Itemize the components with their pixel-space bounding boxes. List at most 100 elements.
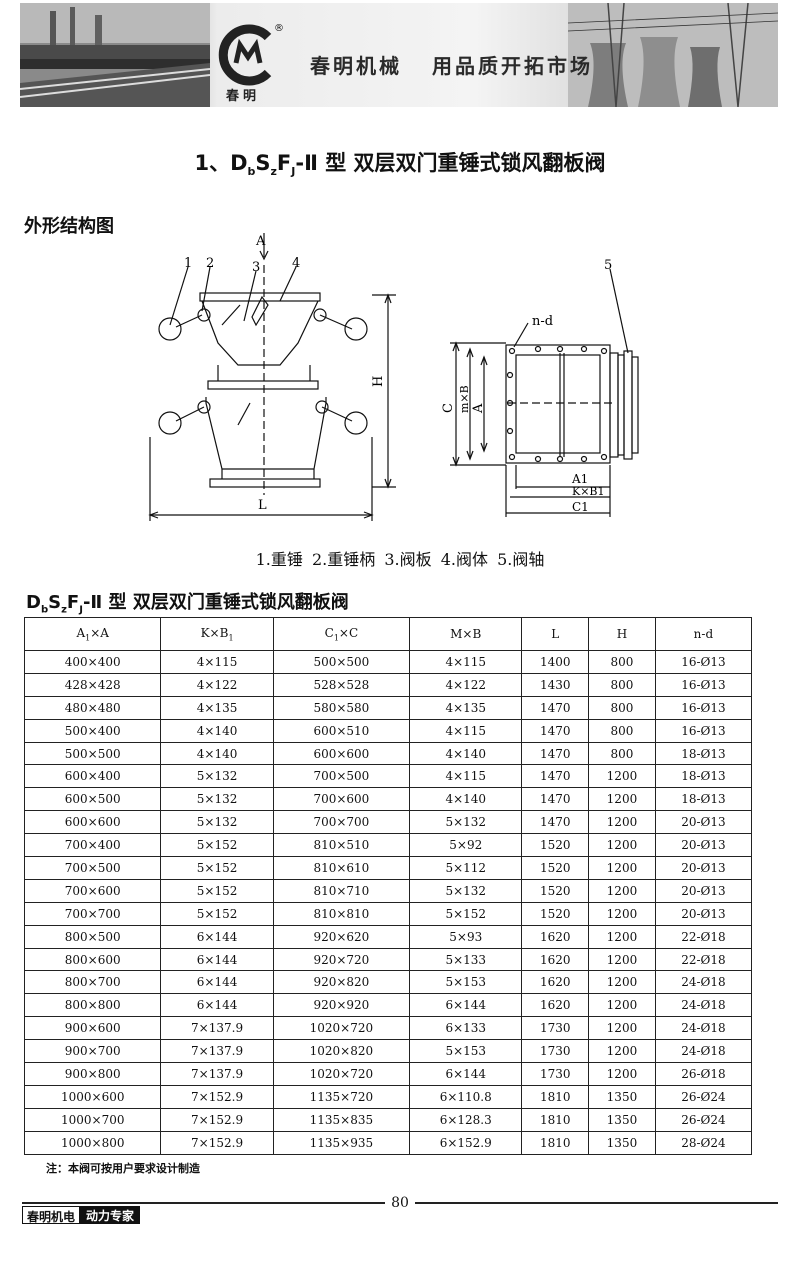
table-cell: 4×115 <box>409 650 523 674</box>
table-cell: 920×920 <box>272 993 411 1018</box>
table-cell: 7×152.9 <box>160 1084 274 1109</box>
table-cell: 900×600 <box>23 1016 162 1041</box>
table-cell: 5×132 <box>160 810 274 835</box>
table-cell: 5×132 <box>160 787 274 812</box>
table-cell: 700×500 <box>272 764 411 789</box>
table-cell: 4×115 <box>160 650 274 674</box>
table-cell: 7×152.9 <box>160 1130 274 1155</box>
table-cell: 18-Ø13 <box>654 764 753 789</box>
table-cell: 1200 <box>588 787 656 812</box>
table-cell: 800 <box>588 741 656 766</box>
table-cell: 6×144 <box>160 947 274 972</box>
label-1: 1 <box>184 256 192 271</box>
table-cell: 528×528 <box>272 672 411 697</box>
table-cell: 26-Ø24 <box>654 1107 753 1132</box>
table-cell: 7×137.9 <box>160 1062 274 1086</box>
table-cell: 1470 <box>521 810 590 835</box>
table-cell: 20-Ø13 <box>654 901 753 926</box>
label-nd: n-d <box>532 314 553 329</box>
table-cell: 5×93 <box>409 924 523 949</box>
table-cell: 4×115 <box>409 764 523 789</box>
table-cell: 810×610 <box>272 856 411 880</box>
table-cell: 800 <box>588 718 656 743</box>
table-header-row: A1×A K×B1 C1×C M×B L H n-d <box>23 617 753 651</box>
table-cell: 700×700 <box>272 810 411 835</box>
table-cell: 800×600 <box>23 947 162 972</box>
table-cell: 5×153 <box>409 1039 523 1064</box>
page-number: 80 <box>385 1195 415 1211</box>
table-cell: 4×122 <box>160 672 274 697</box>
table-cell: 500×500 <box>23 741 162 766</box>
table-cell: 5×92 <box>409 833 523 858</box>
legend-item: 4.阀体 <box>440 550 489 569</box>
table-cell: 1350 <box>588 1130 656 1155</box>
table-cell: 20-Ø13 <box>654 878 753 903</box>
table-cell: 800×500 <box>23 924 162 949</box>
table-cell: 5×132 <box>409 810 523 835</box>
registered-mark: ® <box>274 23 284 34</box>
table-cell: 600×600 <box>272 741 411 766</box>
label-mxb: m×B <box>458 385 471 413</box>
table-cell: 800×800 <box>23 993 162 1018</box>
table-cell: 5×153 <box>409 970 523 995</box>
table-cell: 1000×700 <box>23 1107 162 1132</box>
label-a1: A1 <box>571 472 588 486</box>
table-cell: 700×700 <box>23 901 162 926</box>
table-cell: 400×400 <box>23 650 162 674</box>
table-cell: 7×152.9 <box>160 1107 274 1132</box>
table-cell: 16-Ø13 <box>654 672 753 697</box>
table-cell: 920×820 <box>272 970 411 995</box>
table-cell: 1730 <box>521 1062 590 1086</box>
table-cell: 810×710 <box>272 878 411 903</box>
table-cell: 1200 <box>588 856 656 880</box>
table-cell: 1200 <box>588 878 656 903</box>
legend-item: 5.阀轴 <box>497 550 545 569</box>
table-cell: 800 <box>588 672 656 697</box>
table-cell: 6×128.3 <box>409 1107 523 1132</box>
slogan-company: 春明机械 <box>310 54 402 78</box>
col-header-a1xa: A1×A <box>23 617 162 651</box>
legend-item: 3.阀板 <box>384 550 432 569</box>
table-cell: 600×510 <box>272 718 411 743</box>
table-cell: 24-Ø18 <box>654 993 753 1018</box>
table-cell: 1200 <box>588 1016 656 1041</box>
table-cell: 1620 <box>521 947 590 972</box>
table-cell: 7×137.9 <box>160 1039 274 1064</box>
table-cell: 1470 <box>521 718 590 743</box>
table-cell: 18-Ø13 <box>654 741 753 766</box>
table-cell: 6×144 <box>160 924 274 949</box>
table-cell: 600×500 <box>23 787 162 812</box>
footer-tagline: 动力专家 <box>80 1206 141 1224</box>
table-cell: 7×137.9 <box>160 1016 274 1041</box>
table-cell: 580×580 <box>272 695 411 720</box>
table-cell: 1470 <box>521 787 590 812</box>
page-title: 1、DbSzFJ-Ⅱ 型 双层双门重锤式锁风翻板阀 <box>194 151 606 179</box>
table-cell: 800×700 <box>23 970 162 995</box>
table-cell: 1520 <box>521 833 590 858</box>
label-5: 5 <box>604 258 612 273</box>
table-cell: 6×152.9 <box>409 1130 523 1155</box>
table-cell: 1470 <box>521 695 590 720</box>
table-cell: 1810 <box>521 1130 590 1155</box>
table-cell: 5×132 <box>409 878 523 903</box>
table-cell: 4×140 <box>409 741 523 766</box>
table-cell: 1000×600 <box>23 1084 162 1109</box>
table-cell: 600×600 <box>23 810 162 835</box>
legend-item: 1.重锤 <box>255 550 303 569</box>
table-cell: 1135×720 <box>272 1084 411 1109</box>
table-cell: 920×720 <box>272 947 411 972</box>
table-cell: 5×152 <box>160 901 274 926</box>
table-cell: 1135×935 <box>272 1130 411 1155</box>
